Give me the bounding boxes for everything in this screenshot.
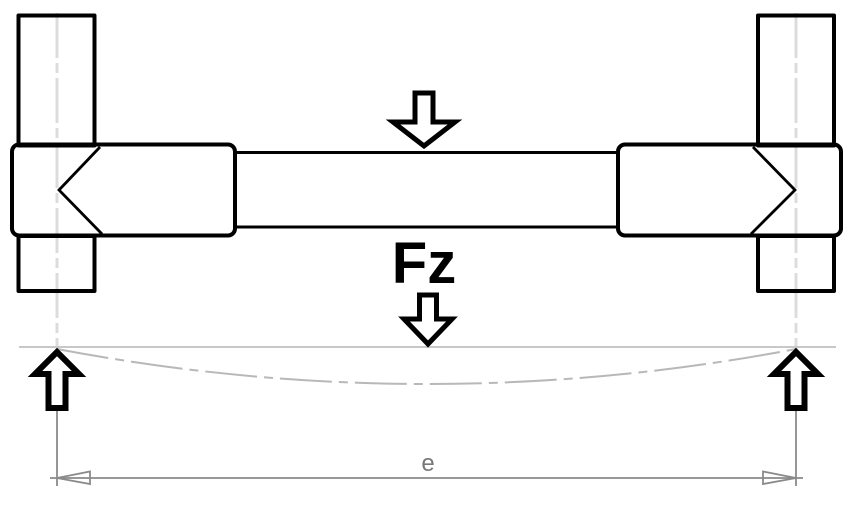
load-arrow-fz-icon: [398, 292, 458, 348]
reaction-arrow-left-icon: [27, 347, 87, 411]
load-arrow-top-icon: [385, 90, 463, 150]
dimension-e: e: [50, 411, 803, 486]
dimension-arrowhead-left-icon: [56, 470, 91, 486]
dimension-arrowhead-right-icon: [762, 470, 797, 486]
reaction-arrow-right-icon: [766, 347, 826, 411]
right-chevron-icon: [750, 146, 797, 235]
axle-assembly: [10, 13, 843, 293]
deflection-curve: [56, 348, 797, 385]
axle-tube: [233, 151, 620, 229]
dimension-label: e: [421, 450, 434, 477]
right-hub: [616, 142, 843, 238]
left-chevron-icon: [57, 146, 104, 235]
force-label: Fz: [392, 231, 456, 296]
left-hub: [10, 142, 237, 238]
